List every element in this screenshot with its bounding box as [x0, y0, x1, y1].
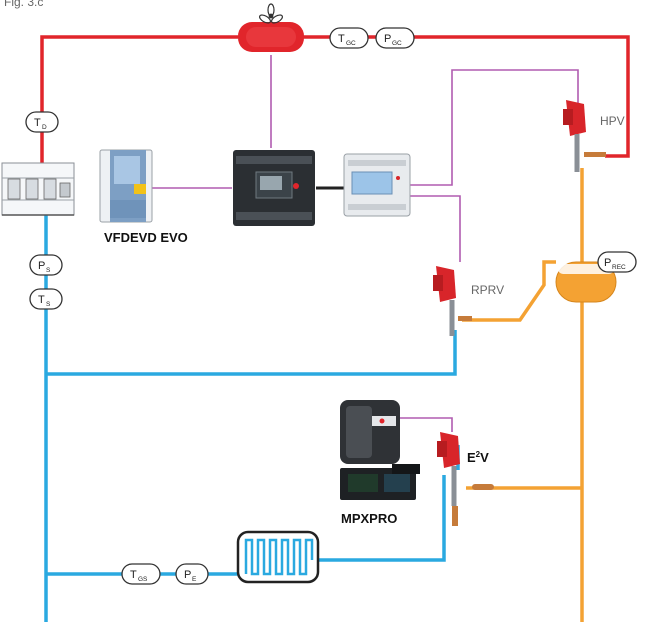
- svg-text:D: D: [42, 124, 47, 131]
- sensor-tgs: T GS: [121, 563, 161, 585]
- sensor-prec: P REC: [597, 251, 637, 273]
- svg-text:GC: GC: [392, 40, 402, 47]
- gas-cooler: [238, 3, 304, 52]
- svg-text:P: P: [384, 33, 391, 45]
- main-controller: [233, 150, 315, 226]
- svg-text:T: T: [130, 569, 137, 581]
- rprv-label: RPRV: [471, 283, 504, 297]
- svg-text:P: P: [38, 260, 45, 272]
- vfd-label: VFDEVD EVO: [104, 230, 188, 245]
- svg-text:S: S: [46, 267, 51, 274]
- mpxpro-controller: [340, 400, 420, 500]
- svg-text:P: P: [184, 569, 191, 581]
- liquid-lines: [462, 168, 584, 622]
- rprv-valve: [433, 266, 472, 336]
- fan-icon: [258, 3, 284, 24]
- figure-caption: Fig. 3.c: [4, 0, 43, 9]
- svg-text:T: T: [34, 117, 41, 129]
- svg-text:T: T: [38, 294, 45, 306]
- sensor-pgc: P GC: [375, 27, 415, 49]
- signal-lines: [152, 55, 579, 432]
- svg-text:GC: GC: [346, 40, 356, 47]
- sensor-ps: P S: [29, 254, 63, 276]
- svg-text:REC: REC: [612, 264, 626, 271]
- svg-text:T: T: [338, 33, 345, 45]
- e2v-valve: [437, 432, 494, 526]
- compressor-rack: [1, 162, 75, 216]
- svg-text:P: P: [604, 257, 611, 269]
- sensor-ts: T S: [29, 288, 63, 310]
- svg-text:E: E: [192, 576, 197, 583]
- svg-text:GS: GS: [138, 576, 148, 583]
- mpxpro-label: MPXPRO: [341, 511, 397, 526]
- display-module: [343, 153, 411, 217]
- hpv-label: HPV: [600, 114, 625, 128]
- svg-text:S: S: [46, 301, 51, 308]
- vfd-drive: [99, 149, 153, 223]
- high-pressure-lines: [40, 35, 630, 165]
- evaporator-coil: [236, 530, 320, 584]
- hpv-valve: [563, 100, 606, 172]
- sensor-td: T D: [25, 111, 59, 133]
- sensor-tgc: T GC: [329, 27, 369, 49]
- e2v-label: E2V: [467, 450, 489, 465]
- sensor-pe: P E: [175, 563, 209, 585]
